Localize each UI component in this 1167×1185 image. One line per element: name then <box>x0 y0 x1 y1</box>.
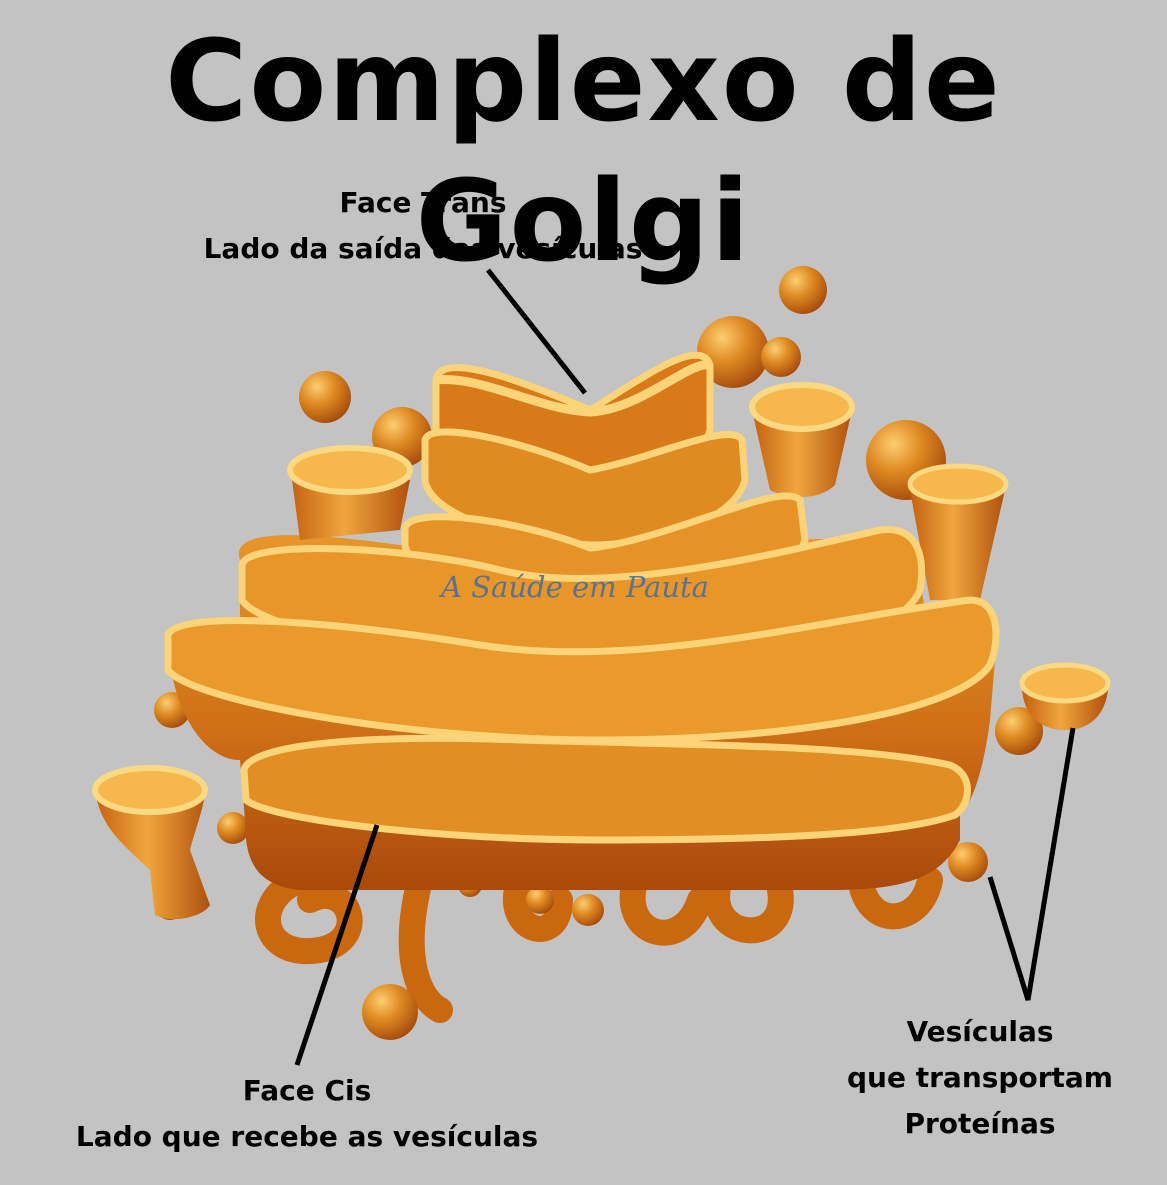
label-face-cis-title: Face Cis <box>242 1074 372 1107</box>
tubules <box>255 857 943 1023</box>
vesicle-cluster-top <box>299 266 1043 755</box>
label-vesicles-line1: Vesículas <box>906 1015 1054 1048</box>
label-vesicles: Vesículas que transportam Proteínas <box>800 1009 1160 1147</box>
cisternae <box>164 351 1000 844</box>
pointer-vesicles <box>987 727 1076 1001</box>
label-face-trans-desc: Lado da saída das vesículas <box>203 232 643 265</box>
watermark: A Saúde em Pauta <box>441 570 709 604</box>
label-face-trans-title: Face Trans <box>339 186 507 219</box>
label-vesicles-line2: que transportam <box>847 1061 1113 1094</box>
pointer-cis <box>294 824 380 1066</box>
page-title: Complexo de Golgi <box>165 17 1002 287</box>
label-face-cis: Face Cis Lado que recebe as vesículas <box>20 1068 594 1160</box>
label-face-cis-desc: Lado que recebe as vesículas <box>75 1120 539 1153</box>
pointer-trans <box>486 268 587 395</box>
transport-cups <box>92 382 1111 920</box>
label-vesicles-line3: Proteínas <box>904 1107 1056 1140</box>
pointer-lines <box>294 268 1076 1066</box>
label-face-trans: Face Trans Lado da saída das vesículas <box>120 180 726 272</box>
